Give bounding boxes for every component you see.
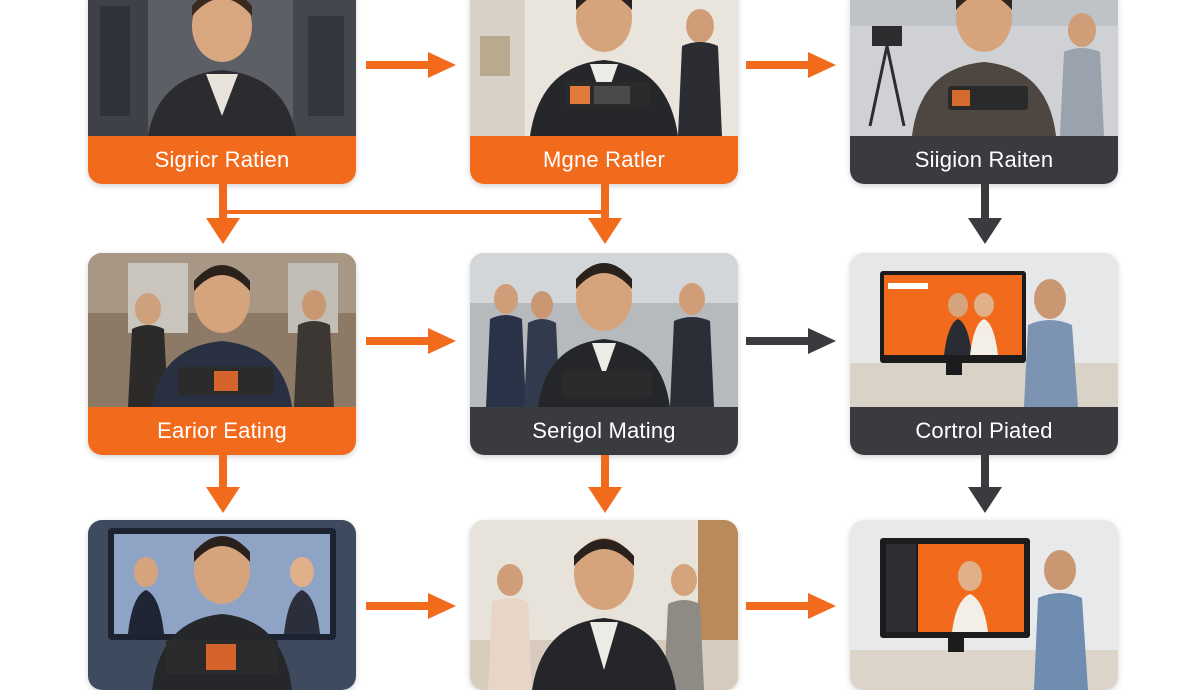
arrow-c3-r2-r3 xyxy=(968,455,1002,513)
arrow-r3-c2-c3 xyxy=(746,593,836,619)
step-card-r1c1: Sigricr Ratien xyxy=(88,0,356,184)
step-label-r2c2: Serigol Mating xyxy=(470,407,738,455)
arrow-r2-c1-c2 xyxy=(366,328,456,354)
workflow-diagram: Sigricr Ratien Mgne Ratler xyxy=(88,0,1118,690)
step-label-r1c1: Sigricr Ratien xyxy=(88,136,356,184)
step-photo-r2c3 xyxy=(850,253,1118,407)
arrow-r1-c1-c2 xyxy=(366,52,456,78)
step-label-r1c2: Mgne Ratler xyxy=(470,136,738,184)
step-label-r2c1: Earior Eating xyxy=(88,407,356,455)
step-photo-r3c2 xyxy=(470,520,738,690)
arrow-r3-c1-c2 xyxy=(366,593,456,619)
step-label-r1c3: Siigion Raiten xyxy=(850,136,1118,184)
connector-r1-bridge xyxy=(222,210,608,214)
arrow-c2-r1-r2 xyxy=(588,184,622,244)
step-card-r1c2: Mgne Ratler xyxy=(470,0,738,184)
step-photo-r1c3 xyxy=(850,0,1118,136)
step-card-r3c3 xyxy=(850,520,1118,690)
step-photo-r1c1 xyxy=(88,0,356,136)
arrow-r1-c2-c3 xyxy=(746,52,836,78)
arrow-c1-r2-r3 xyxy=(206,455,240,513)
step-card-r2c3: Cortrol Piated xyxy=(850,253,1118,455)
step-card-r3c2 xyxy=(470,520,738,690)
step-photo-r1c2 xyxy=(470,0,738,136)
step-card-r1c3: Siigion Raiten xyxy=(850,0,1118,184)
arrow-c3-r1-r2 xyxy=(968,184,1002,244)
step-card-r2c1: Earior Eating xyxy=(88,253,356,455)
step-card-r2c2: Serigol Mating xyxy=(470,253,738,455)
step-card-r3c1 xyxy=(88,520,356,690)
step-label-r2c3: Cortrol Piated xyxy=(850,407,1118,455)
arrow-r2-c2-c3 xyxy=(746,328,836,354)
step-photo-r3c1 xyxy=(88,520,356,690)
step-photo-r2c1 xyxy=(88,253,356,407)
arrow-c1-r1-r2 xyxy=(206,184,240,244)
arrow-c2-r2-r3 xyxy=(588,455,622,513)
step-photo-r3c3 xyxy=(850,520,1118,690)
step-photo-r2c2 xyxy=(470,253,738,407)
